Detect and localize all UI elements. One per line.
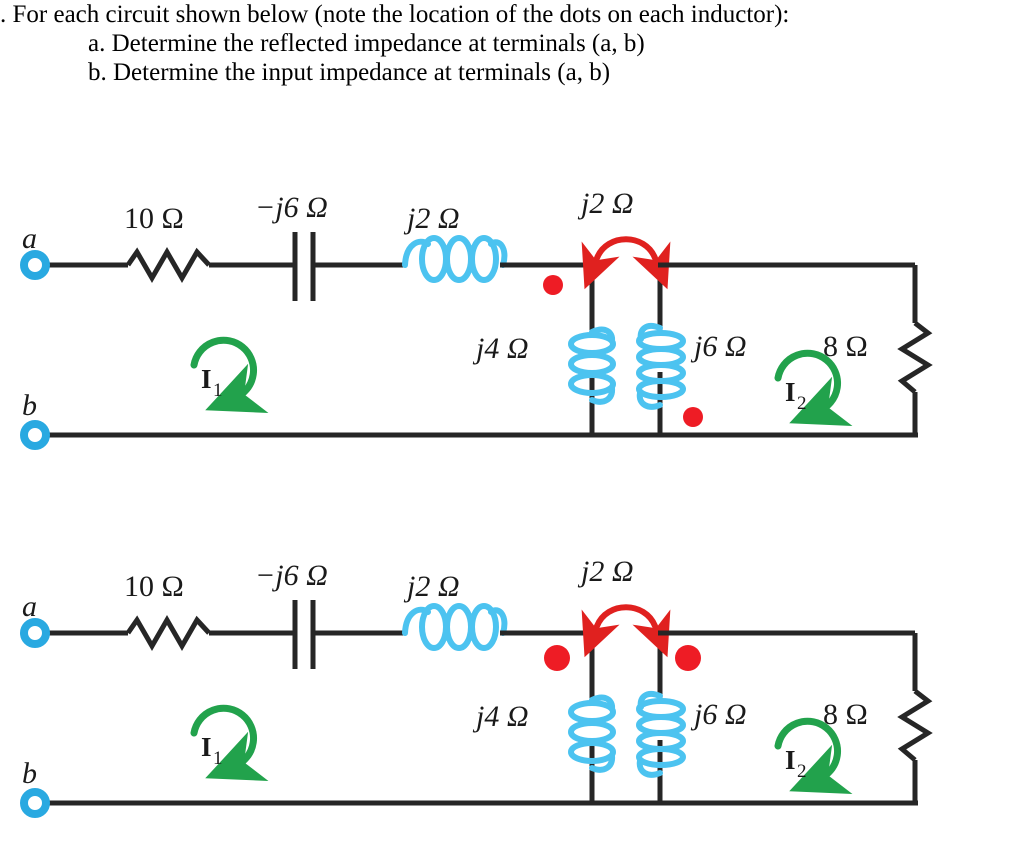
label-primary-j4ohm: j4 Ω <box>472 332 529 365</box>
label-terminal-b: b <box>22 389 37 422</box>
current-label-i2: I <box>785 745 796 775</box>
terminal-b[interactable] <box>20 420 50 450</box>
mutual-coupling-arrow <box>581 604 671 658</box>
coil-primary-j4ohm <box>568 694 616 773</box>
label-resistor-10ohm: 10 Ω <box>124 202 184 235</box>
terminal-a[interactable] <box>20 618 50 648</box>
question-line-a: a. Determine the reflected impedance at … <box>88 30 645 57</box>
circuit-diagram-2: 10 Ω −j6 Ω j2 Ω j2 Ω j4 Ω j6 Ω 8 Ω a b <box>20 555 933 818</box>
label-secondary-j6ohm: j6 Ω <box>690 330 747 363</box>
label-inductor-j2ohm: j2 Ω <box>403 202 460 235</box>
circuit-diagram-1: 10 Ω −j6 Ω j2 Ω j2 Ω j4 Ω j6 Ω 8 Ω a b <box>20 187 933 450</box>
label-capacitor-neg-j6ohm: −j6 Ω <box>255 559 328 592</box>
question-block: . For each circuit shown below (note the… <box>0 0 1024 87</box>
inductor-j2ohm-symbol <box>402 603 508 651</box>
dot-primary <box>544 645 570 671</box>
resistor-8ohm-symbol <box>897 321 933 394</box>
label-mutual-j2ohm: j2 Ω <box>577 555 634 588</box>
resistor-10ohm-symbol <box>125 614 211 652</box>
current-arrow-i2: I 2 <box>774 717 853 794</box>
label-secondary-j6ohm: j6 Ω <box>690 698 747 731</box>
current-sub-i1: 1 <box>213 380 223 401</box>
current-label-i2: I <box>785 377 796 407</box>
label-load-8ohm: 8 Ω <box>823 330 868 363</box>
coil-secondary-j6ohm <box>636 690 686 778</box>
label-load-8ohm: 8 Ω <box>823 698 868 731</box>
current-arrow-i1: I 1 <box>190 704 269 781</box>
question-line-main: . For each circuit shown below (note the… <box>0 1 790 28</box>
resistor-10ohm-symbol <box>125 246 211 284</box>
inductor-j2ohm-symbol <box>402 235 508 283</box>
question-line-b: b. Determine the input impedance at term… <box>88 59 611 86</box>
terminal-b[interactable] <box>20 788 50 818</box>
label-primary-j4ohm: j4 Ω <box>472 700 529 733</box>
dot-secondary <box>683 407 703 427</box>
coil-secondary-j6ohm <box>636 322 686 410</box>
label-terminal-a: a <box>22 222 37 255</box>
label-inductor-j2ohm: j2 Ω <box>403 570 460 603</box>
current-label-i1: I <box>201 364 212 394</box>
resistor-8ohm-symbol <box>897 689 933 762</box>
current-sub-i2: 2 <box>797 393 807 414</box>
current-sub-i1: 1 <box>213 748 223 769</box>
mutual-coupling-arrow <box>581 236 671 290</box>
dot-secondary <box>675 645 701 671</box>
terminal-a[interactable] <box>20 250 50 280</box>
current-label-i1: I <box>201 732 212 762</box>
label-terminal-b: b <box>22 757 37 790</box>
label-resistor-10ohm: 10 Ω <box>124 570 184 603</box>
current-arrow-i2: I 2 <box>774 349 853 426</box>
label-mutual-j2ohm: j2 Ω <box>577 187 634 220</box>
coil-primary-j4ohm <box>568 326 616 405</box>
dot-primary <box>543 275 563 295</box>
label-terminal-a: a <box>22 590 37 623</box>
label-capacitor-neg-j6ohm: −j6 Ω <box>255 191 328 224</box>
current-sub-i2: 2 <box>797 761 807 782</box>
current-arrow-i1: I 1 <box>190 336 269 413</box>
